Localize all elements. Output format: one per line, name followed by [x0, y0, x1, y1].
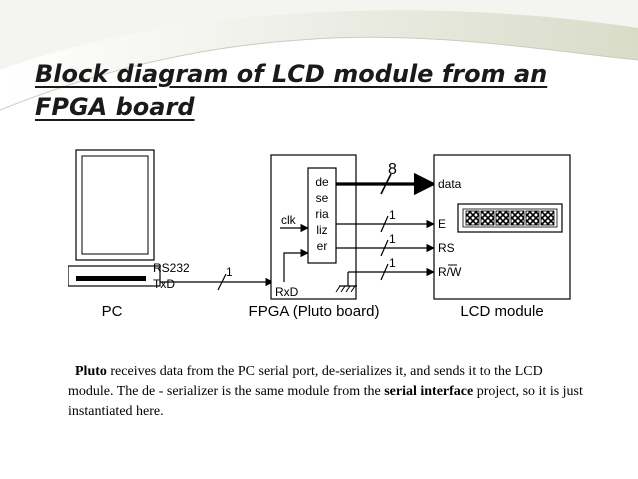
pc-screen [81, 155, 149, 255]
rs-bus-width: 1 [389, 232, 396, 246]
lcd-char-cells [465, 210, 555, 226]
pc-port-txd: TxD [153, 277, 175, 291]
title-line-2: FPGA board [35, 93, 195, 121]
pc-port-rs232: RS232 [153, 261, 190, 275]
e-bus-width: 1 [389, 208, 396, 222]
deserializer-block [307, 167, 337, 264]
data-bus-slash [380, 173, 392, 195]
block-diagram: PC RS232 TxD 1 RxD FPGA (Pluto board) de… [68, 140, 574, 324]
clk-label: clk [281, 213, 297, 227]
lcd-rw-label: R/W [438, 265, 462, 279]
pc-drive-slot [76, 276, 146, 281]
serial-slash [217, 273, 227, 291]
rs-slash [380, 239, 389, 257]
data-bus-width: 8 [388, 161, 397, 178]
lcd-module-label: LCD module [460, 303, 543, 320]
caption-part-2: project, so it is just instantiated here… [68, 384, 583, 419]
ground-symbol [335, 272, 357, 293]
caption-text: Pluto receives data from the PC serial p… [68, 362, 588, 422]
header-wave-line [0, 36, 638, 111]
lcd-rs-label: RS [438, 241, 455, 255]
slide-title: Block diagram of LCD module from an FPGA… [35, 58, 575, 124]
e-slash [380, 215, 389, 233]
lcd-data-label: data [438, 177, 462, 191]
title-line-1: Block diagram of LCD module from an [35, 60, 548, 88]
pc-computer [68, 149, 161, 287]
fpga-label: FPGA (Pluto board) [249, 303, 380, 320]
deserializer-line-4: liz [316, 223, 327, 237]
caption-bold-serial-interface: serial interface [384, 384, 474, 399]
caption-bold-pluto: Pluto [75, 364, 107, 379]
lcd-e-label: E [438, 217, 446, 231]
deserializer-line-2: se [316, 191, 329, 205]
caption-part-1: receives data from the PC serial port, d… [68, 364, 543, 399]
serial-bus-width: 1 [226, 265, 233, 279]
header-wave-accent [0, 0, 638, 70]
fpga-rxd-label: RxD [275, 285, 299, 299]
deserializer-line-1: de [315, 175, 329, 189]
pc-label: PC [102, 303, 123, 320]
deserializer-line-3: ria [315, 207, 329, 221]
rxd-route [283, 248, 309, 282]
deserializer-line-5: er [317, 239, 328, 253]
rw-slash [380, 263, 389, 281]
rw-bus-width: 1 [389, 256, 396, 270]
